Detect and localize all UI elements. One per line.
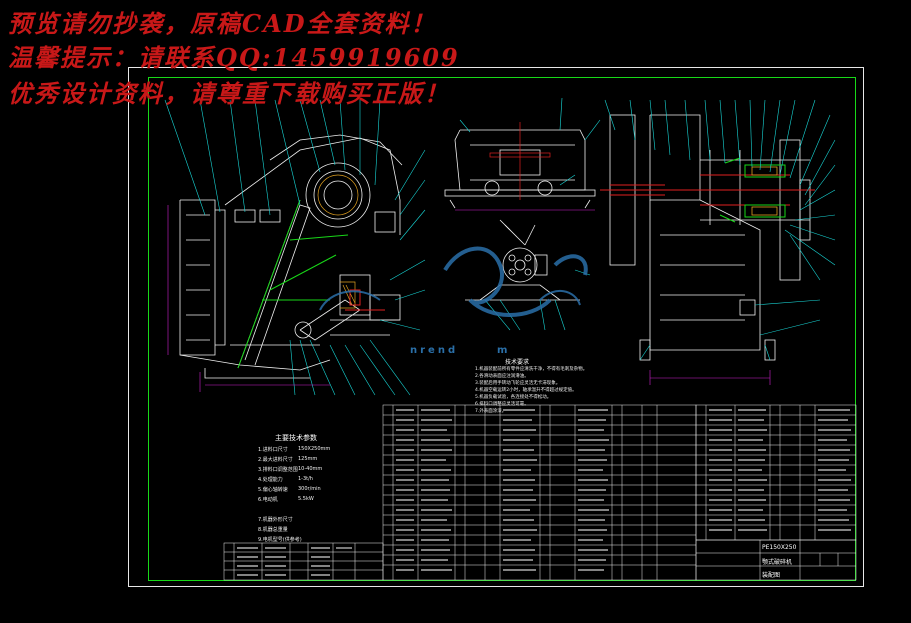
revision-table [223, 542, 384, 581]
leader-lines-left [164, 99, 426, 396]
parts-list-table-right [695, 404, 857, 541]
title-block-sheet: 装配图 [762, 572, 781, 579]
note-line: 7.外表面涂漆。 [475, 409, 507, 414]
tech-spec-label: 3.排料口调整范围 [258, 467, 298, 473]
watermark-line-2: 温馨提示：请联系QQ:1459919609 [8, 43, 460, 72]
tech-spec-label: 2.最大进料尺寸 [258, 457, 293, 463]
note-line: 6.排料口调整应灵活可靠。 [475, 402, 529, 407]
logo-text: nrend m [410, 345, 511, 356]
side-view-leaders [604, 99, 836, 361]
parts-list-cell-text [396, 409, 851, 571]
note-line: 2.各滑动表面应注润滑油。 [475, 374, 529, 379]
title-block-name: 颚式破碎机 [762, 559, 793, 566]
front-section-highlight [345, 289, 385, 311]
revision-table-text [237, 547, 352, 576]
tech-spec-title: 主要技术参数 [275, 434, 317, 442]
tech-spec-label: 7.机器外形尺寸 [258, 517, 293, 523]
tech-spec-value: 300r/min [298, 486, 321, 492]
side-view-orange [751, 166, 778, 216]
tech-spec-label: 6.电动机 [258, 497, 278, 503]
notes-title: 技术要求 [505, 359, 530, 366]
note-line: 3.装配后用手转动飞轮应灵活无卡滞现象。 [475, 381, 561, 386]
title-block-code: PE150X250 [762, 544, 797, 551]
drawing-inner-border [148, 77, 856, 581]
tech-spec-value: 150X250mm [298, 446, 331, 452]
front-section-view [179, 134, 403, 379]
top-plan-view-red [489, 122, 551, 200]
tech-spec-value: 1-3t/h [298, 476, 313, 482]
side-view [609, 114, 811, 361]
tech-spec-label: 5.偏心轴转速 [258, 487, 288, 493]
logo-swoosh-thin [319, 290, 581, 311]
jaw-plate-green [237, 199, 349, 369]
tech-spec-label: 8.机器总重量 [258, 527, 288, 533]
side-view-green [719, 157, 786, 223]
drawing-border [128, 67, 864, 587]
tech-spec-value: 10-40mm [298, 466, 323, 472]
tech-spec-value: 125mm [298, 456, 318, 462]
top-plan-view-leaders [459, 97, 601, 186]
title-block [695, 539, 857, 581]
watermark-line-1: 预览请勿抄袭，原稿CAD全套资料！ [8, 9, 437, 38]
tech-spec-value: 5.5kW [298, 496, 314, 502]
dimension-lines-left [167, 205, 330, 392]
watermark-line-3: 优秀设计资料，请尊重下载购买正版！ [8, 79, 450, 108]
tech-spec-label: 1.进料口尺寸 [258, 447, 288, 453]
note-line: 1.机器装配前所有零件应清洗干净，不得有毛刺及杂物。 [475, 367, 588, 372]
note-line: 5.机器负载试验，各连接处不得松动。 [475, 395, 552, 400]
side-view-red [600, 174, 815, 206]
tech-spec-label: 4.处理能力 [258, 477, 283, 483]
parts-list-table [382, 404, 697, 581]
tech-spec-label: 9.电机型号(供参考) [258, 537, 302, 543]
logo-swoosh [443, 246, 588, 317]
side-view-magenta [649, 370, 771, 385]
note-line: 4.机器空载运转2小时，轴承温升不得超过规定值。 [475, 388, 577, 393]
